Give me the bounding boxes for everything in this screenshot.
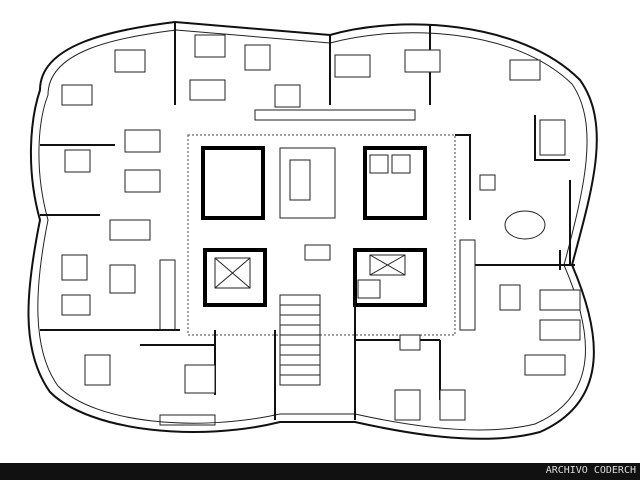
facade-inner-line	[37, 29, 588, 431]
archive-credit: ARCHIVO CODERCH	[545, 465, 636, 476]
office-desks	[61, 34, 581, 421]
building-outline	[27, 20, 598, 440]
meeting-table	[504, 210, 546, 240]
toilet-block-left	[201, 146, 336, 220]
staircase	[279, 294, 321, 386]
footer-bar: ARCHIVO CODERCH	[0, 463, 640, 480]
interior-walls	[40, 22, 575, 426]
elevator-shaft-right	[353, 248, 427, 307]
elevator-shaft-left	[203, 248, 267, 307]
core-zone-outline	[187, 134, 456, 336]
toilet-block-right	[363, 146, 427, 220]
floor-plan	[27, 20, 598, 440]
